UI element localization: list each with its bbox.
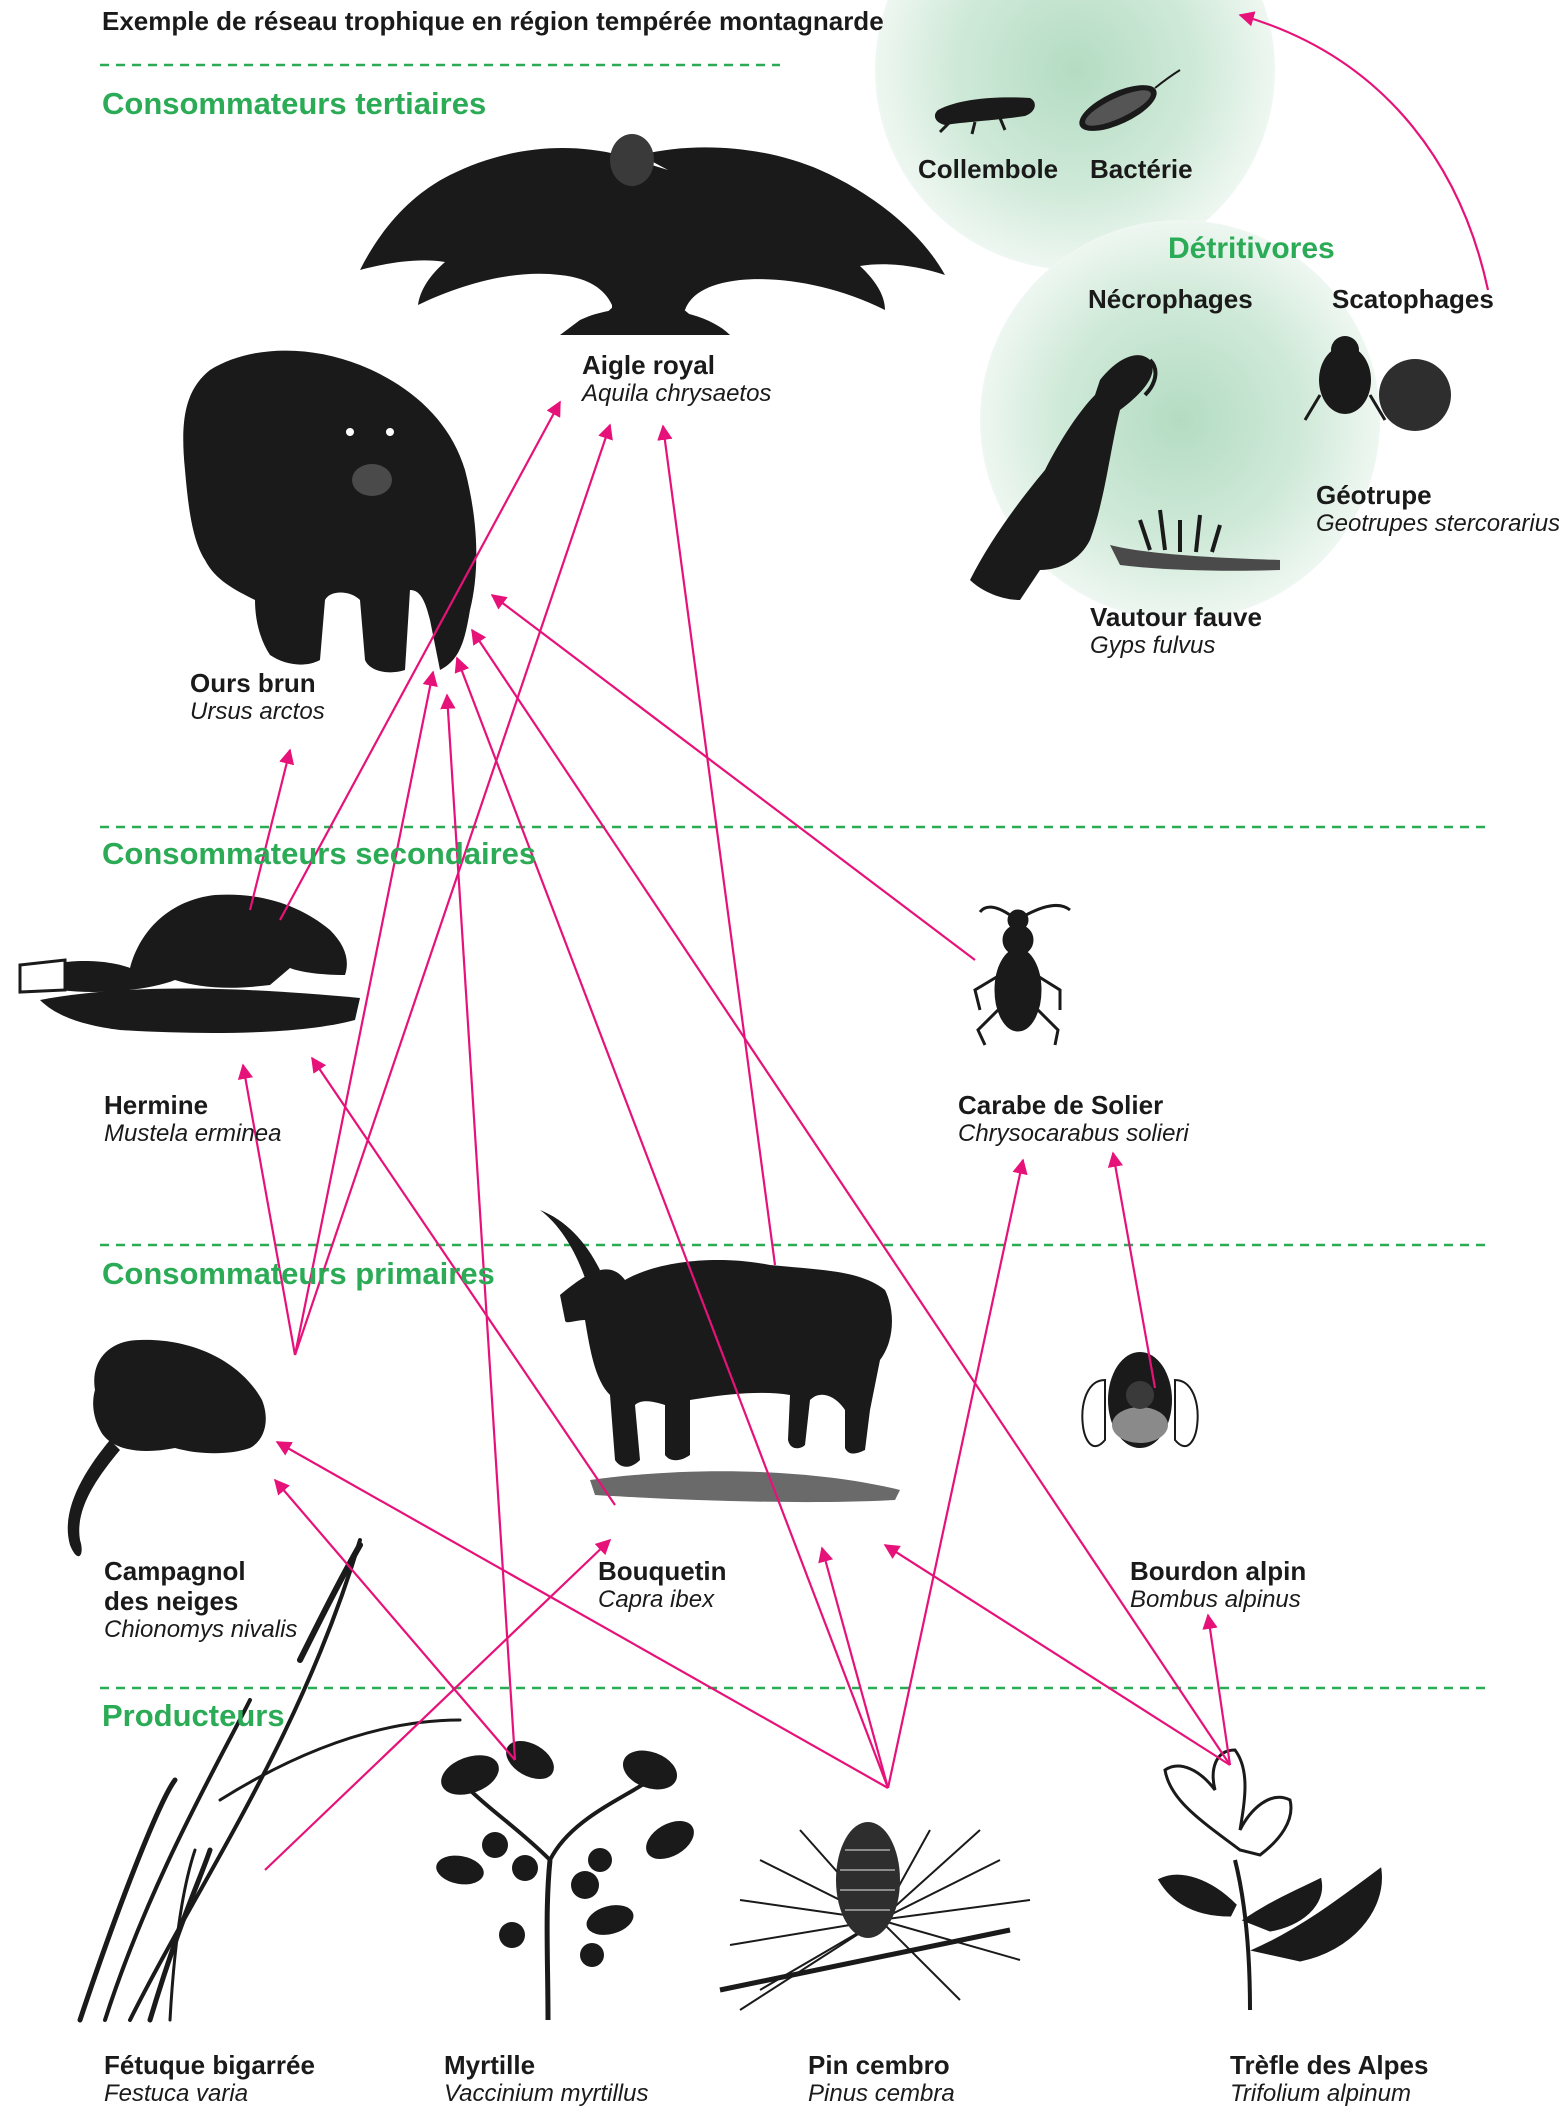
pine-cone-icon	[719, 1822, 1031, 2011]
arrow-hermine-aigle	[279, 400, 561, 921]
species-name: Ours brun	[190, 668, 316, 698]
species-scientific-name: Chrysocarabus solieri	[958, 1120, 1189, 1147]
bear-eye-right	[386, 428, 394, 436]
decomposer-circle	[875, 0, 1275, 270]
stoat-icon	[18, 894, 360, 1033]
decomposer-label-bacterie: Bactérie	[1090, 154, 1193, 184]
arrow-trefle-bouquetin	[883, 1544, 1231, 1766]
species-name: Carabe de Solier	[958, 1090, 1164, 1120]
species-label-geotrupe: Géotrupe Geotrupes stercorarius	[1316, 480, 1559, 538]
scatophages-label: Scatophages	[1332, 284, 1494, 314]
arrow-trefle-bourdon	[1202, 1613, 1232, 1766]
bear-snout	[352, 464, 392, 496]
arrow-carabe-ours	[490, 594, 976, 961]
species-label-campagnol: Campagnol des neiges Chionomys nivalis	[104, 1556, 297, 1644]
species-label-trefle: Trèfle des Alpes Trifolium alpinum	[1230, 2050, 1428, 2108]
ground-beetle-icon	[973, 903, 1071, 1046]
species-name: Aigle royal	[582, 350, 715, 380]
species-scientific-name: Bombus alpinus	[1130, 1586, 1301, 1613]
eagle-head	[610, 134, 654, 186]
bumblebee-icon	[1081, 1352, 1199, 1448]
species-name: Fétuque bigarrée	[104, 2050, 315, 2080]
bear-icon	[183, 350, 477, 673]
arrow-hermine-ours	[248, 748, 295, 911]
species-scientific-name: Aquila chrysaetos	[582, 380, 772, 407]
species-scientific-name: Pinus cembra	[808, 2080, 955, 2107]
arrow-pin-carabe	[886, 1158, 1028, 1789]
species-name: Géotrupe	[1316, 480, 1432, 510]
vole-icon	[67, 1339, 266, 1557]
species-scientific-name: Mustela erminea	[104, 1120, 282, 1147]
species-name-line-2: des neiges	[104, 1586, 239, 1616]
arrow-campagnol-ours	[293, 670, 438, 1356]
arrow-myrtille-ours	[440, 693, 517, 1761]
species-label-myrtille: Myrtille Vaccinium myrtillus	[444, 2050, 648, 2108]
species-scientific-name: Ursus arctos	[190, 698, 325, 725]
species-scientific-name: Festuca varia	[104, 2080, 249, 2107]
ibex-horn	[540, 1210, 600, 1278]
blueberry-icon	[436, 1741, 694, 2021]
clover-icon	[1157, 1748, 1382, 2011]
species-scientific-name: Trifolium alpinum	[1230, 2080, 1411, 2107]
species-name: Trèfle des Alpes	[1230, 2050, 1429, 2080]
species-scientific-name: Vaccinium myrtillus	[444, 2080, 649, 2107]
arrow-bourdon-carabe	[1107, 1151, 1157, 1389]
level-heading-secondary: Consommateurs secondaires	[102, 836, 537, 871]
decomposer-label-collembole: Collembole	[918, 154, 1059, 184]
species-name: Vautour fauve	[1090, 602, 1262, 632]
level-heading-tertiary: Consommateurs tertiaires	[102, 86, 487, 121]
species-name-line-1: Campagnol	[104, 1556, 246, 1586]
species-label-ours: Ours brun Ursus arctos	[190, 668, 325, 726]
species-label-carabe: Carabe de Solier Chrysocarabus solieri	[958, 1090, 1189, 1148]
detritivores-title: Détritivores	[1168, 232, 1335, 265]
necrophages-label: Nécrophages	[1088, 284, 1253, 314]
species-scientific-name: Capra ibex	[598, 1586, 715, 1613]
species-name: Bourdon alpin	[1130, 1556, 1307, 1586]
ibex-icon	[540, 1210, 900, 1503]
level-heading-primary: Consommateurs primaires	[102, 1256, 495, 1291]
grass-icon	[77, 1538, 462, 2023]
bacterium-icon	[1079, 69, 1181, 131]
arrow-bouquetin-aigle	[657, 424, 777, 1266]
page-title: Exemple de réseau trophique en région te…	[102, 6, 884, 36]
arrow-pin-campagnol	[275, 1441, 889, 1789]
vulture-icon	[970, 355, 1280, 600]
species-label-fetuque: Fétuque bigarrée Festuca varia	[104, 2050, 315, 2108]
arrow-campagnol-hermine	[237, 1063, 297, 1356]
species-name: Bouquetin	[598, 1556, 727, 1586]
arrow-campagnol-aigle	[293, 423, 613, 1356]
arrow-pin-ours	[454, 656, 890, 1789]
species-scientific-name: Geotrupes stercorarius	[1316, 510, 1559, 537]
arrow-trefle-ours	[471, 628, 1231, 1766]
arrow-pin-bouquetin	[818, 1546, 890, 1789]
species-scientific-name: Gyps fulvus	[1090, 632, 1216, 659]
food-web-arrows	[237, 11, 1490, 1871]
species-name: Pin cembro	[808, 2050, 950, 2080]
arrow-bouquetin-hermine	[311, 1056, 616, 1506]
species-name: Myrtille	[444, 2050, 536, 2080]
species-label-vautour: Vautour fauve Gyps fulvus	[1090, 602, 1262, 660]
bear-eye-left	[346, 428, 354, 436]
dung-beetle-icon	[1303, 336, 1451, 431]
species-label-aigle: Aigle royal Aquila chrysaetos	[582, 350, 771, 408]
species-name: Hermine	[104, 1090, 209, 1120]
species-scientific-name: Chionomys nivalis	[104, 1616, 298, 1643]
springtail-icon	[934, 97, 1035, 135]
species-label-hermine: Hermine Mustela erminea	[104, 1090, 281, 1148]
arrow-fetuque-bouquetin	[264, 1538, 612, 1871]
arrow-myrtille-campagnol	[273, 1478, 516, 1761]
species-label-bourdon: Bourdon alpin Bombus alpinus	[1130, 1556, 1306, 1614]
eagle-icon	[360, 134, 945, 335]
arrow-detritivores-decomposers	[1238, 11, 1490, 291]
species-label-pin: Pin cembro Pinus cembra	[808, 2050, 955, 2108]
level-heading-producers: Producteurs	[102, 1698, 285, 1733]
species-label-bouquetin: Bouquetin Capra ibex	[598, 1556, 727, 1614]
